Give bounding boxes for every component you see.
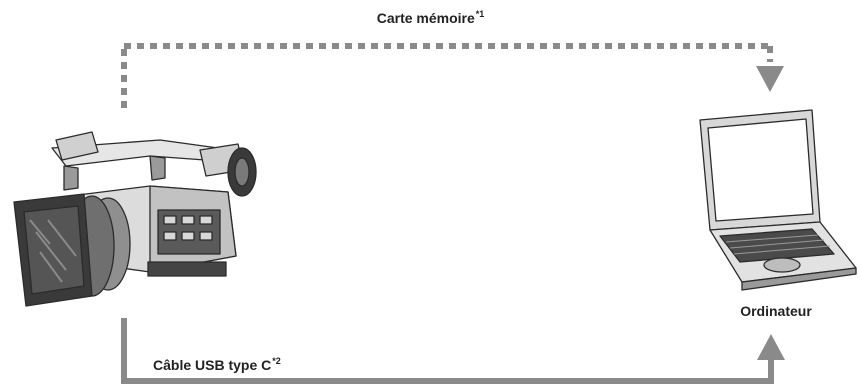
memory-card-footnote: *1 [475,9,485,19]
memory-card-label: Carte mémoire*1 [0,9,861,26]
usb-cable-path [121,318,785,384]
arrow-up-icon [757,334,785,360]
computer-label: Ordinateur [740,303,812,319]
arrow-down-icon [756,66,784,92]
laptop-icon [699,109,857,291]
memory-card-path [121,43,784,108]
usb-cable-footnote: *2 [272,356,281,366]
usb-cable-text: Câble USB type C [153,357,272,373]
memory-card-text: Carte mémoire [376,10,475,26]
usb-cable-label: Câble USB type C*2 [153,356,281,373]
camcorder-icon [13,131,257,307]
usb-cable-line [121,318,774,384]
